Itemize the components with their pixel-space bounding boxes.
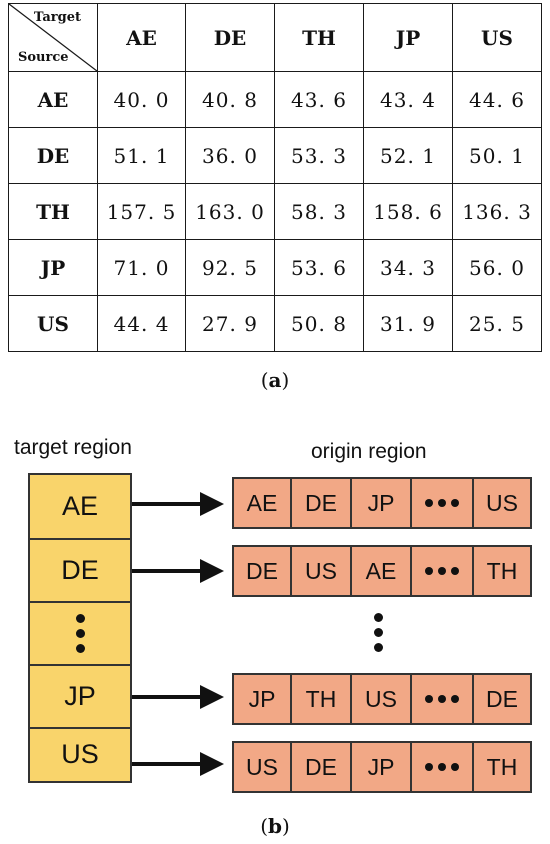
table-cell: 43. 4 bbox=[363, 71, 453, 128]
table-row: TH 157. 5 163. 0 58. 3 158. 6 136. 3 bbox=[8, 183, 542, 240]
corner-source-label: Source bbox=[18, 50, 69, 65]
table-row: AE 40. 0 40. 8 43. 6 43. 4 44. 6 bbox=[8, 71, 542, 128]
target-cell-jp: JP bbox=[64, 680, 96, 711]
table-cell: 52. 1 bbox=[363, 127, 453, 184]
column-header: TH bbox=[274, 3, 364, 72]
region-matrix-table: Target Source AE DE TH JP US AE 40. 0 40… bbox=[8, 3, 542, 352]
table-cell: 40. 0 bbox=[97, 71, 186, 128]
target-divider bbox=[30, 538, 130, 540]
table-cell: 50. 1 bbox=[452, 127, 542, 184]
origin-region-label: origin region bbox=[311, 440, 427, 463]
origin-cell: JP bbox=[352, 743, 412, 791]
corner-diagonal-line bbox=[9, 4, 97, 71]
table-cell: 58. 3 bbox=[274, 183, 364, 240]
caption-b-close: ) bbox=[281, 814, 290, 838]
table-cell: 136. 3 bbox=[452, 183, 542, 240]
table-cell: 157. 5 bbox=[97, 183, 186, 240]
table-cell: 44. 4 bbox=[97, 295, 186, 352]
caption-a-open: ( bbox=[260, 368, 269, 392]
origin-cell: DE bbox=[292, 479, 352, 527]
row-header: DE bbox=[8, 127, 98, 184]
origin-cell: DE bbox=[486, 685, 518, 712]
horizontal-ellipsis-icon bbox=[412, 479, 474, 527]
row-header: AE bbox=[8, 71, 98, 128]
table-cell: 51. 1 bbox=[97, 127, 186, 184]
target-region-label: target region bbox=[14, 436, 132, 459]
table-cell: 31. 9 bbox=[363, 295, 453, 352]
target-ellipsis-cell bbox=[30, 602, 130, 664]
origin-row-us: US DE JP TH bbox=[232, 741, 532, 793]
caption-a: (a) bbox=[0, 368, 550, 392]
table-cell: 92. 5 bbox=[185, 239, 275, 296]
table-cell: 36. 0 bbox=[185, 127, 275, 184]
target-cell-ae: AE bbox=[61, 491, 99, 521]
vertical-ellipsis-icon bbox=[374, 613, 383, 652]
target-cell-de: DE bbox=[61, 554, 99, 585]
origin-row-jp: JP TH US DE bbox=[232, 673, 532, 725]
table-cell: 163. 0 bbox=[185, 183, 275, 240]
column-header: US bbox=[452, 3, 542, 72]
table-cell: 34. 3 bbox=[363, 239, 453, 296]
table-cell: 50. 8 bbox=[274, 295, 364, 352]
target-divider bbox=[30, 727, 130, 729]
origin-cell: TH bbox=[486, 753, 518, 780]
caption-b-letter: b bbox=[268, 814, 282, 838]
origin-cell: US bbox=[486, 489, 518, 516]
caption-b-open: ( bbox=[260, 814, 268, 838]
origin-cell: TH bbox=[486, 557, 518, 584]
origin-cell: DE bbox=[292, 743, 352, 791]
column-header: DE bbox=[185, 3, 275, 72]
target-divider bbox=[30, 664, 130, 666]
origin-cell: TH bbox=[292, 675, 352, 723]
origin-cell: JP bbox=[352, 479, 412, 527]
origin-cell: US bbox=[352, 675, 412, 723]
column-header: JP bbox=[363, 3, 453, 72]
table-cell: 43. 6 bbox=[274, 71, 364, 128]
caption-a-close: ) bbox=[281, 368, 290, 392]
target-divider bbox=[30, 601, 130, 603]
table-cell: 71. 0 bbox=[97, 239, 186, 296]
table-cell: 53. 3 bbox=[274, 127, 364, 184]
table-cell: 25. 5 bbox=[452, 295, 542, 352]
row-header: US bbox=[8, 295, 98, 352]
table-header-row: Target Source AE DE TH JP US bbox=[8, 3, 542, 72]
table-cell: 44. 6 bbox=[452, 71, 542, 128]
table-row: US 44. 4 27. 9 50. 8 31. 9 25. 5 bbox=[8, 295, 542, 352]
origin-cell: AE bbox=[352, 547, 412, 595]
origin-row-ae: AE DE JP US bbox=[232, 477, 532, 529]
origin-cell: JP bbox=[234, 675, 292, 723]
column-header: AE bbox=[97, 3, 186, 72]
origin-cell: DE bbox=[234, 547, 292, 595]
table-cell: 40. 8 bbox=[185, 71, 275, 128]
table-corner-cell: Target Source bbox=[8, 3, 98, 72]
table-cell: 27. 9 bbox=[185, 295, 275, 352]
table-cell: 56. 0 bbox=[452, 239, 542, 296]
table-cell: 158. 6 bbox=[363, 183, 453, 240]
table-cell: 53. 6 bbox=[274, 239, 364, 296]
origin-cell: AE bbox=[234, 479, 292, 527]
caption-b: (b) bbox=[0, 814, 550, 838]
origin-cell: US bbox=[234, 743, 292, 791]
target-region-column: AE DE JP US bbox=[28, 473, 132, 783]
table-row: JP 71. 0 92. 5 53. 6 34. 3 56. 0 bbox=[8, 239, 542, 296]
corner-target-label: Target bbox=[33, 10, 81, 25]
vertical-ellipsis-icon bbox=[75, 613, 85, 653]
table-row: DE 51. 1 36. 0 53. 3 52. 1 50. 1 bbox=[8, 127, 542, 184]
origin-row-de: DE US AE TH bbox=[232, 545, 532, 597]
origin-cell: US bbox=[292, 547, 352, 595]
horizontal-ellipsis-icon bbox=[412, 743, 474, 791]
horizontal-ellipsis-icon bbox=[412, 675, 474, 723]
row-header: TH bbox=[8, 183, 98, 240]
target-cell-us: US bbox=[61, 739, 99, 769]
row-header: JP bbox=[8, 239, 98, 296]
horizontal-ellipsis-icon bbox=[412, 547, 474, 595]
caption-a-letter: a bbox=[268, 368, 282, 392]
